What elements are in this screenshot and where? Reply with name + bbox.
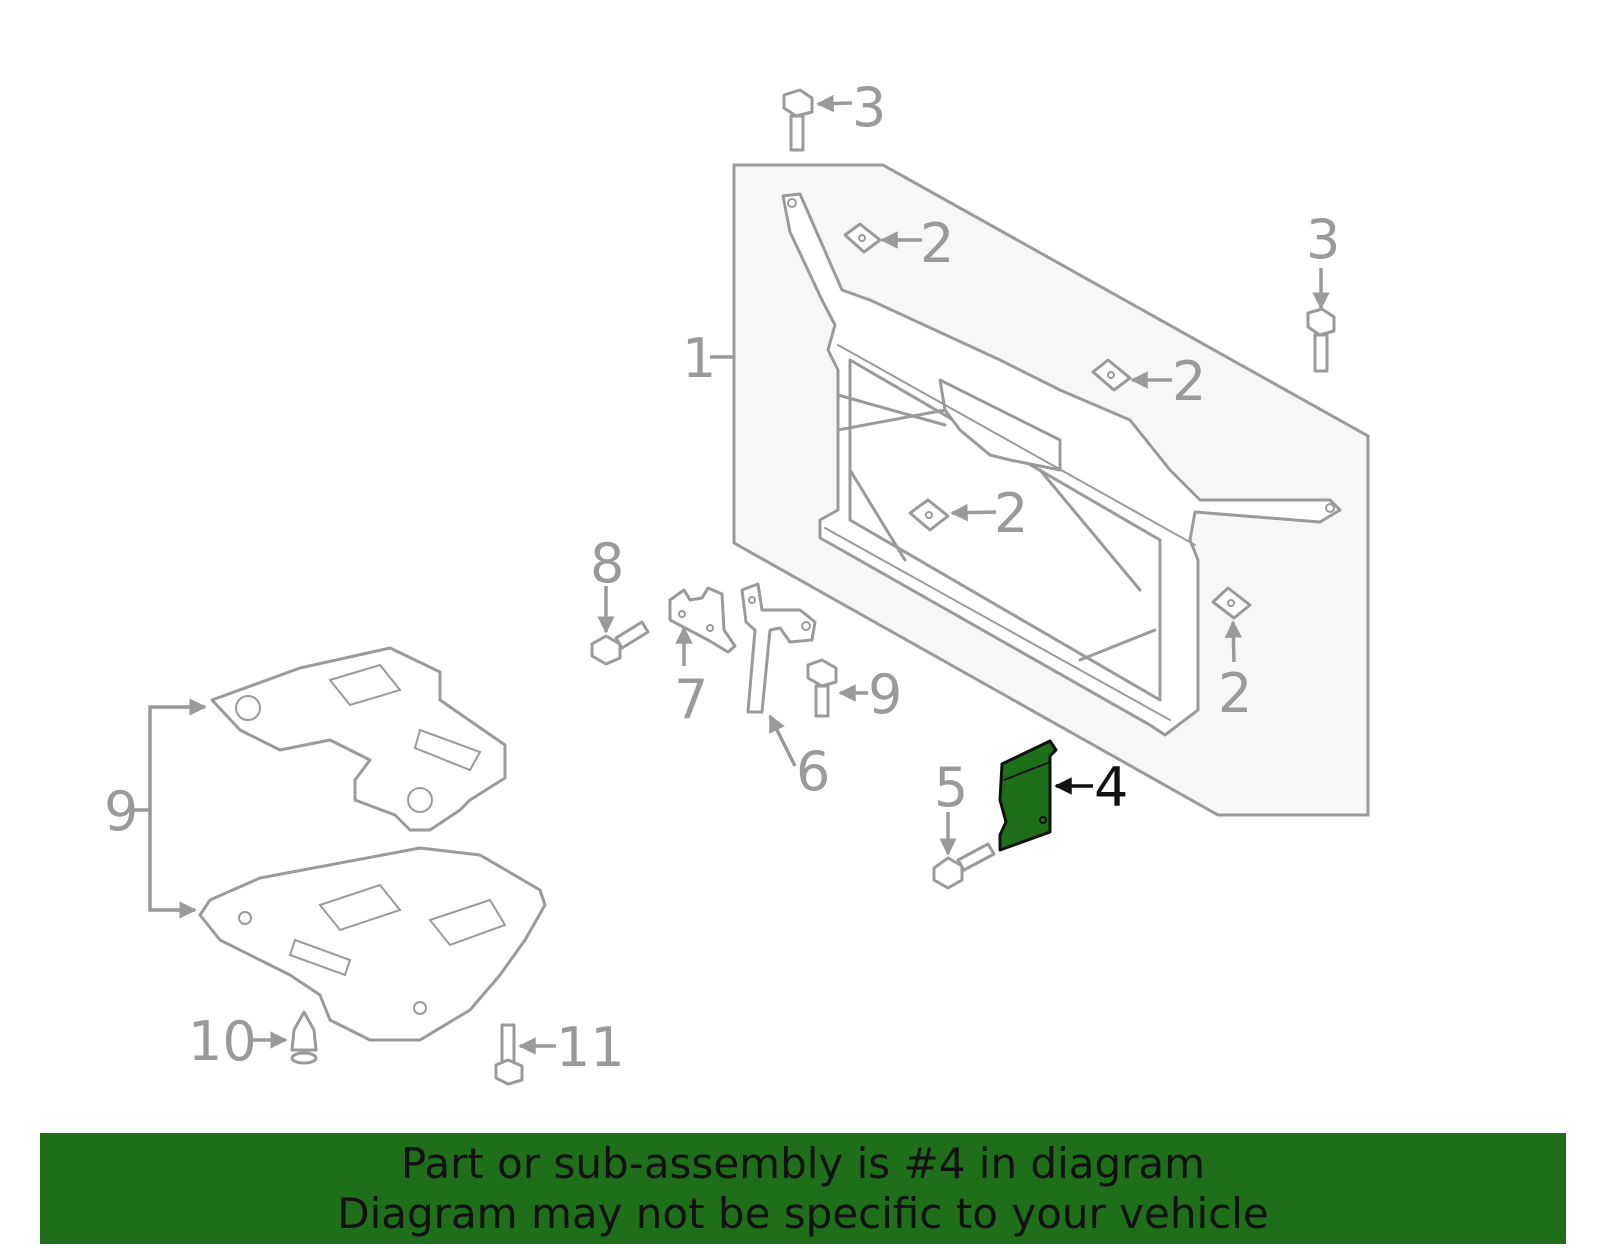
callout-2-left: 2 bbox=[994, 482, 1028, 545]
bolt-part-3-a[interactable] bbox=[782, 88, 814, 152]
callout-8-right: 9 bbox=[868, 663, 902, 726]
callout-5: 5 bbox=[934, 756, 968, 819]
leader-lines bbox=[132, 94, 1330, 1055]
clip-nut-part-2-d[interactable] bbox=[1211, 586, 1252, 620]
clip-nut-part-2-a[interactable] bbox=[843, 222, 882, 254]
callout-1: 1 bbox=[682, 327, 716, 390]
callout-2-top: 2 bbox=[920, 212, 954, 275]
splash-shield-part-9-upper[interactable] bbox=[210, 646, 507, 832]
callout-2-bottom: 2 bbox=[1218, 662, 1252, 725]
bolt-part-3-b[interactable] bbox=[1306, 307, 1336, 373]
radiator-support-part-1[interactable] bbox=[781, 192, 1342, 737]
callout-9: 9 bbox=[104, 780, 138, 843]
clip-nut-part-2-c[interactable] bbox=[908, 498, 950, 532]
bolt-part-8-b[interactable] bbox=[806, 658, 838, 718]
clip-part-10[interactable] bbox=[290, 1010, 318, 1065]
bolt-part-8-a[interactable] bbox=[590, 620, 650, 666]
bracket-part-6[interactable] bbox=[740, 582, 817, 714]
callout-7: 7 bbox=[674, 668, 708, 731]
callout-11: 11 bbox=[556, 1016, 625, 1079]
clip-nut-part-2-b[interactable] bbox=[1091, 358, 1132, 392]
callout-3-top: 3 bbox=[852, 76, 886, 139]
info-banner: Part or sub-assembly is #4 in diagram Di… bbox=[40, 1133, 1566, 1244]
bolt-part-11[interactable] bbox=[494, 1023, 524, 1086]
callout-6: 6 bbox=[796, 740, 830, 803]
banner-line-part-number: Part or sub-assembly is #4 in diagram bbox=[400, 1139, 1206, 1188]
callout-2-middle: 2 bbox=[1172, 350, 1206, 413]
bracket-part-4-highlighted[interactable] bbox=[998, 739, 1058, 852]
callout-3-right: 3 bbox=[1306, 208, 1340, 271]
callout-10: 10 bbox=[188, 1010, 257, 1073]
callout-4: 4 bbox=[1094, 756, 1128, 819]
banner-line-disclaimer: Diagram may not be specific to your vehi… bbox=[337, 1189, 1269, 1238]
bracket-part-7[interactable] bbox=[668, 586, 737, 654]
callout-8-top: 8 bbox=[590, 532, 624, 595]
splash-shield-part-9-lower[interactable] bbox=[198, 846, 547, 1042]
bolt-part-5[interactable] bbox=[932, 842, 996, 890]
